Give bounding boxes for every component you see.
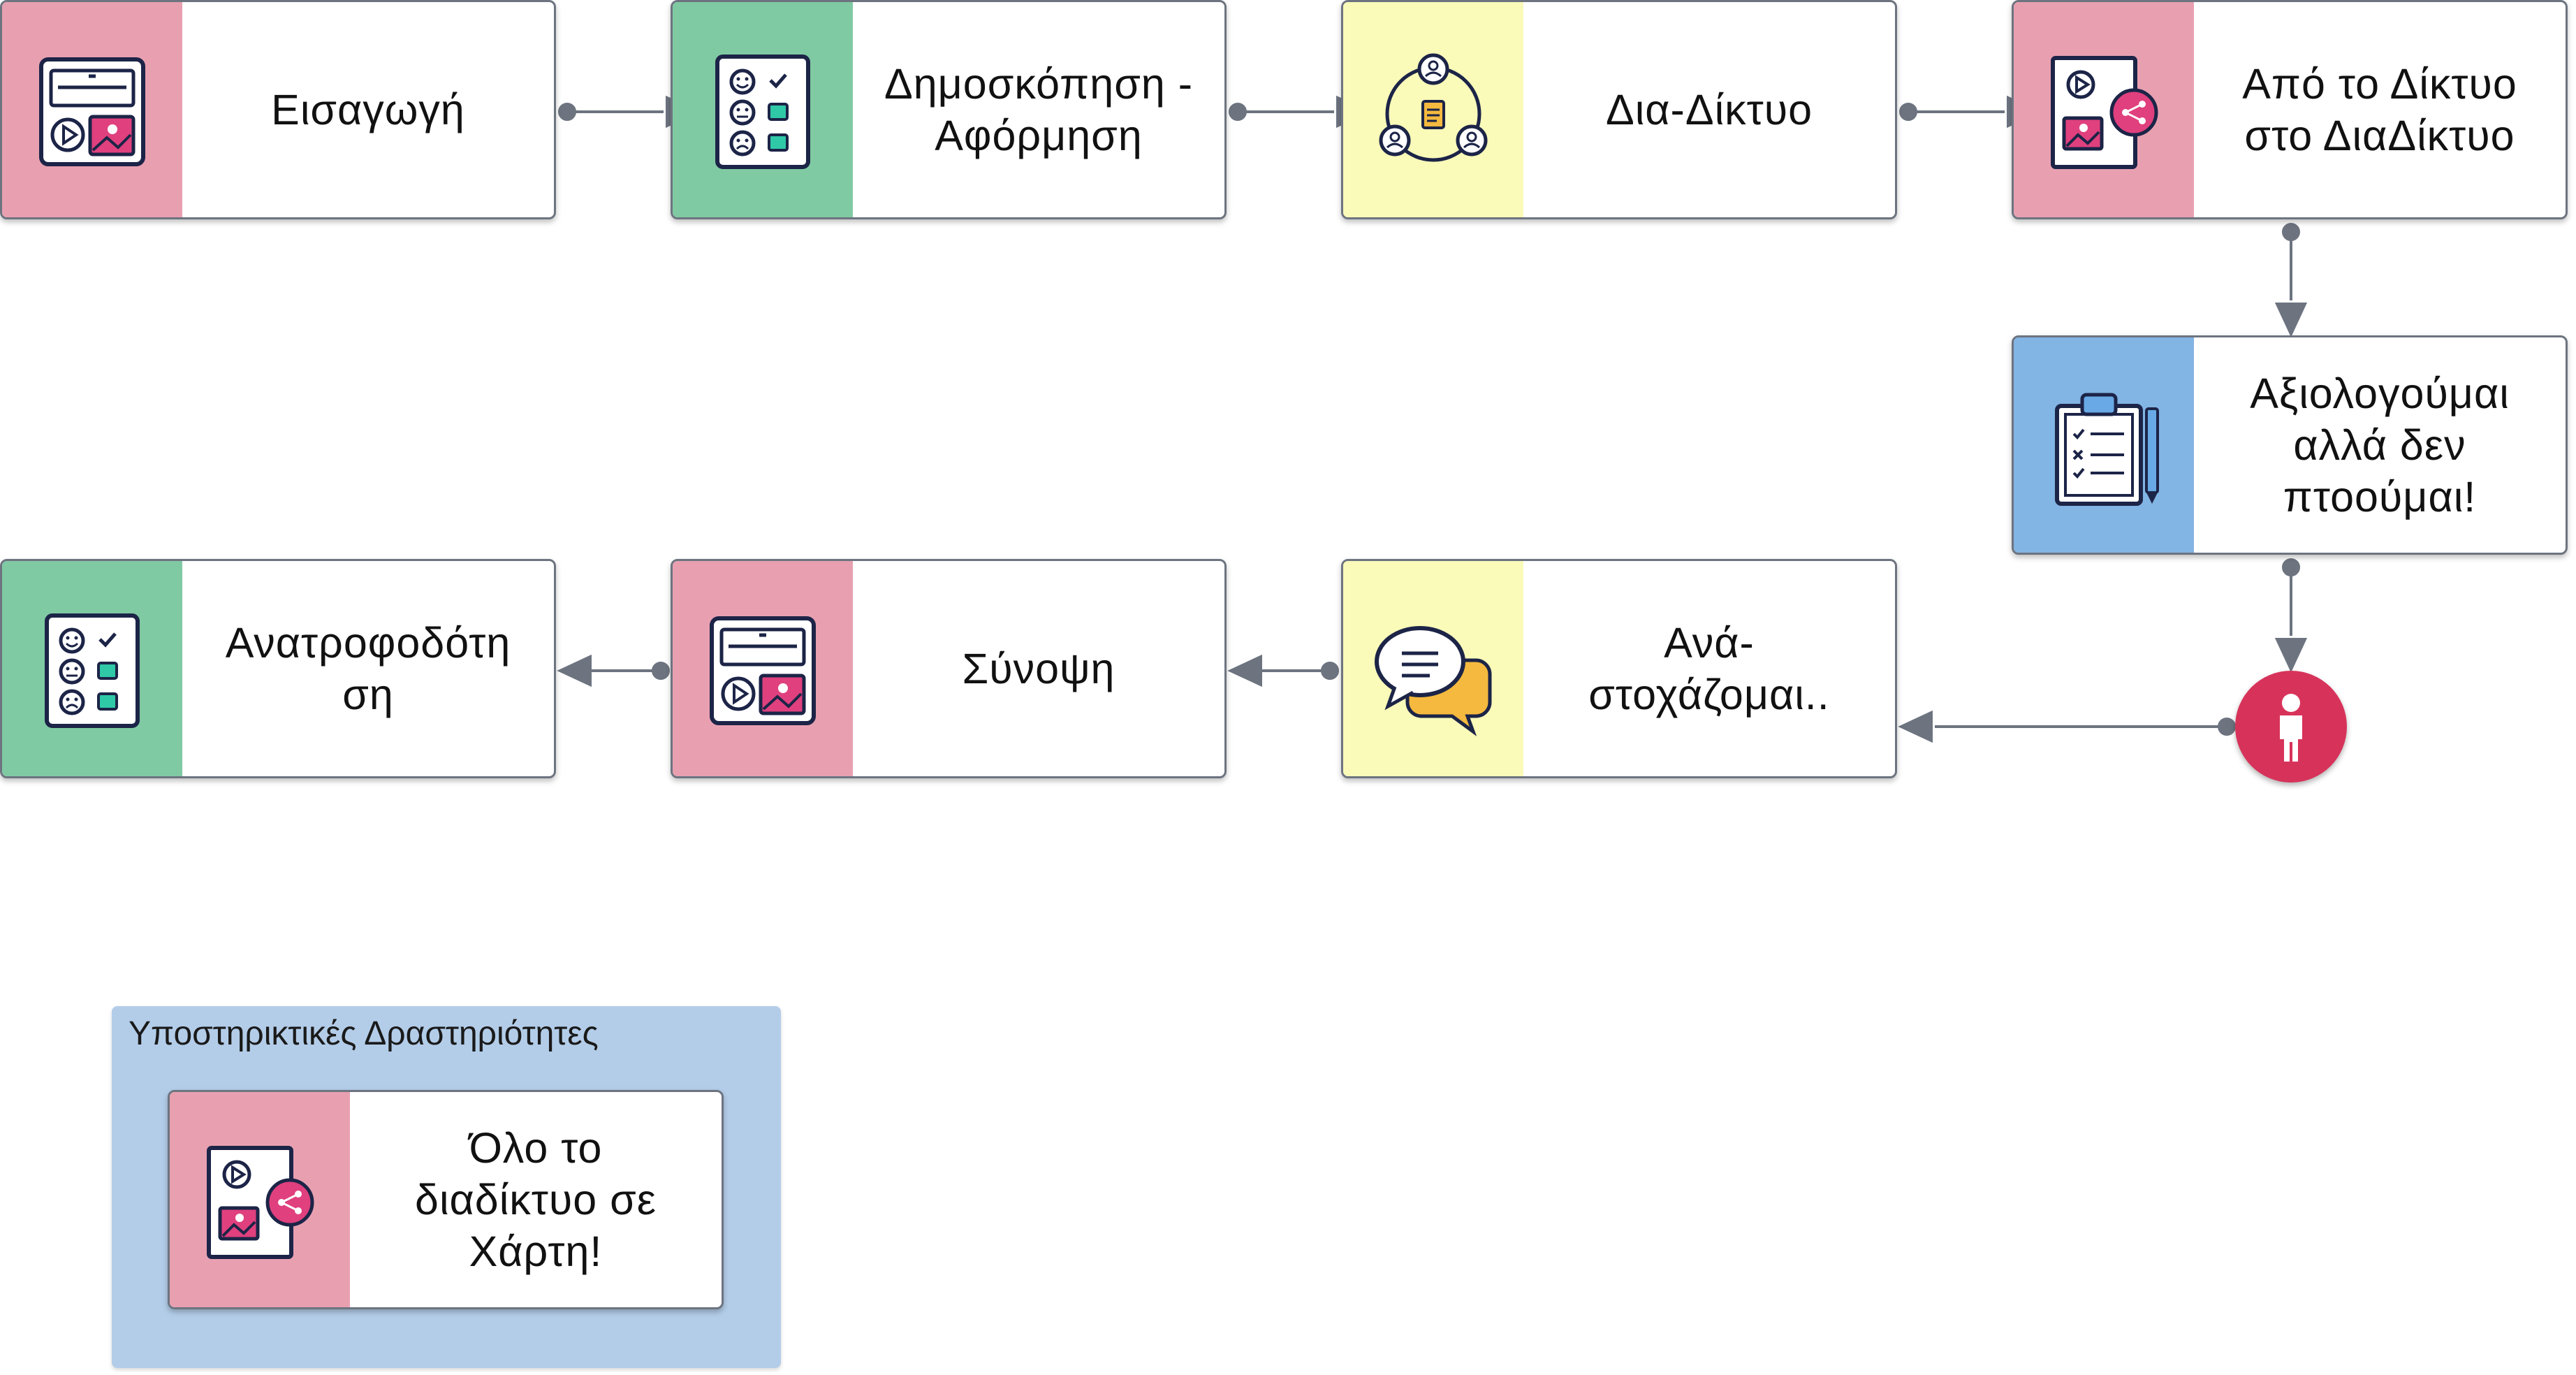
step-feedback[interactable]: Ανατροφοδότη ση — [0, 559, 556, 778]
person-icon — [2280, 694, 2302, 762]
support-item[interactable]: Όλο το διαδίκτυο σε Χάρτη! — [168, 1090, 724, 1309]
survey-icon — [715, 54, 810, 169]
media-board-icon — [39, 57, 145, 166]
step-web-label: Από το Δίκτυο στο ΔιαΔίκτυο — [2242, 60, 2517, 159]
step-reflect[interactable]: Ανά- στοχάζομαι.. — [1341, 559, 1897, 778]
step-summary[interactable]: Σύνοψη — [671, 559, 1227, 778]
step-poll[interactable]: Δημοσκόπηση - Αφόρμηση — [671, 0, 1227, 219]
step-reflect-label: Ανά- στοχάζομαι.. — [1588, 619, 1830, 718]
support-group-title: Υποστηρικτικές Δραστηριότητες — [129, 1015, 599, 1052]
support-item-label: Όλο το διαδίκτυο σε Χάρτη! — [415, 1124, 657, 1275]
survey-icon — [45, 613, 140, 728]
step-network-label: Δια-Δίκτυο — [1605, 86, 1813, 133]
media-board-icon — [710, 616, 816, 725]
step-summary-label: Σύνοψη — [962, 645, 1115, 692]
network-icon — [1379, 53, 1488, 162]
step-poll-label: Δημοσκόπηση - Αφόρμηση — [884, 60, 1194, 159]
step-assess-label: Αξιολογούμαι αλλά δεν πτοούμαι! — [2250, 370, 2510, 521]
step-intro[interactable]: Εισαγωγή — [0, 0, 556, 219]
media-share-icon — [2051, 56, 2158, 169]
media-share-icon — [207, 1146, 314, 1259]
step-assess[interactable]: Αξιολογούμαι αλλά δεν πτοούμαι! — [2012, 335, 2568, 555]
support-group: Υποστηρικτικές Δραστηριότητες Όλο το δια… — [112, 1006, 781, 1368]
step-web[interactable]: Από το Δίκτυο στο ΔιαΔίκτυο — [2012, 0, 2568, 219]
clipboard-icon — [2055, 393, 2159, 506]
step-feedback-label: Ανατροφοδότη ση — [225, 619, 511, 718]
person-node[interactable] — [2235, 671, 2347, 783]
chat-icon — [1375, 626, 1492, 736]
step-network[interactable]: Δια-Δίκτυο — [1341, 0, 1897, 219]
step-intro-label: Εισαγωγή — [271, 86, 465, 133]
